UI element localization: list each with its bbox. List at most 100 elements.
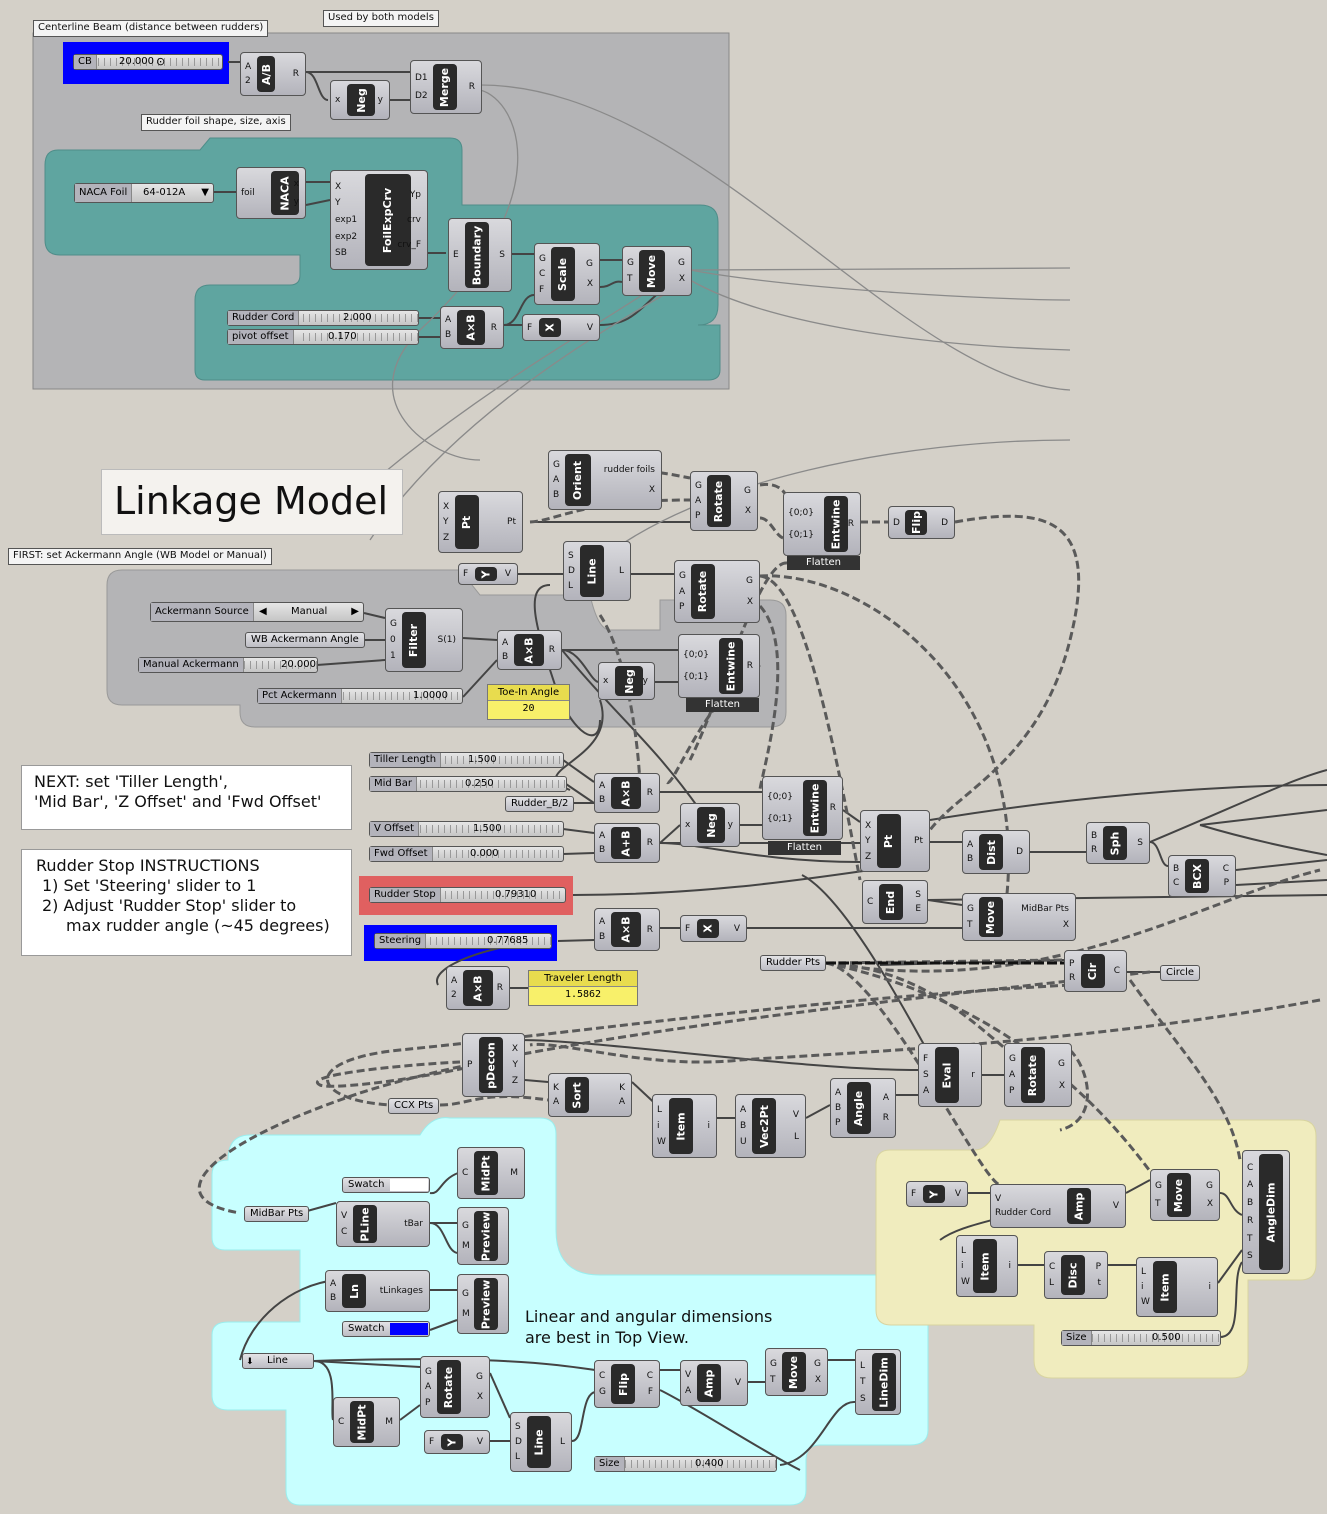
rudder-pts-param[interactable]: Rudder Pts xyxy=(760,955,827,971)
input-pin[interactable]: B xyxy=(599,931,606,942)
output-pin[interactable]: x xyxy=(293,179,299,190)
input-pin[interactable]: Y xyxy=(443,517,449,527)
input-pin[interactable]: exp2 xyxy=(335,231,358,242)
input-pin[interactable]: C xyxy=(867,897,874,907)
input-pin[interactable]: Z xyxy=(443,532,450,543)
input-pin[interactable]: F xyxy=(685,923,691,934)
output-pin[interactable]: M xyxy=(510,1168,518,1178)
input-pin[interactable]: X xyxy=(443,501,450,512)
output-pin[interactable]: MidBar Pts xyxy=(1021,904,1069,914)
input-pin[interactable]: D xyxy=(893,517,900,528)
input-pin[interactable]: G xyxy=(770,1359,777,1369)
output-pin[interactable]: A xyxy=(618,1097,625,1108)
output-pin[interactable]: G xyxy=(1058,1059,1065,1070)
input-pin[interactable]: x xyxy=(685,820,691,830)
component-entw2[interactable]: Entwine{0;0}{0;1}R xyxy=(678,634,760,698)
input-pin[interactable]: {0;0} xyxy=(788,508,814,519)
input-pin[interactable]: i xyxy=(657,1121,660,1131)
output-pin[interactable]: X xyxy=(744,506,751,516)
output-pin[interactable]: R xyxy=(646,788,653,798)
input-pin[interactable]: P xyxy=(1069,959,1075,969)
output-pin[interactable]: r xyxy=(971,1070,975,1080)
output-pin[interactable]: R xyxy=(468,82,475,92)
output-pin[interactable]: C xyxy=(1222,864,1229,874)
output-pin[interactable]: y xyxy=(377,95,383,105)
output-pin[interactable]: X xyxy=(678,274,685,285)
output-pin[interactable]: V xyxy=(476,1437,483,1447)
input-pin[interactable]: K xyxy=(553,1082,559,1093)
input-pin[interactable]: G xyxy=(1009,1054,1016,1064)
input-pin[interactable]: V xyxy=(341,1211,348,1222)
input-pin[interactable]: G xyxy=(627,257,634,268)
input-pin[interactable]: D xyxy=(568,566,575,576)
input-pin[interactable]: B xyxy=(599,844,606,855)
circle-param[interactable]: Circle xyxy=(1160,965,1201,981)
ccx-pts-param[interactable]: CCX Pts xyxy=(388,1098,440,1114)
input-pin[interactable]: F xyxy=(463,569,469,579)
rudder-cord-slider[interactable]: Rudder Cord 2.000 xyxy=(227,310,419,326)
input-pin[interactable]: A xyxy=(1247,1180,1254,1191)
output-pin[interactable]: G xyxy=(1206,1181,1213,1192)
dropdown-arrow-icon[interactable]: ▼ xyxy=(201,187,209,198)
prev-arrow-icon[interactable]: ◀ xyxy=(259,606,267,617)
output-pin[interactable]: A xyxy=(882,1093,889,1103)
output-pin[interactable]: F xyxy=(647,1387,653,1397)
input-pin[interactable]: exp1 xyxy=(335,215,358,225)
input-pin[interactable]: Rudder Cord xyxy=(995,1208,1052,1219)
input-pin[interactable]: L xyxy=(515,1452,521,1462)
input-pin[interactable]: W xyxy=(657,1137,666,1147)
output-pin[interactable]: i xyxy=(707,1121,710,1131)
input-pin[interactable]: A xyxy=(1009,1070,1016,1080)
input-pin[interactable]: i xyxy=(1141,1282,1144,1292)
input-pin[interactable]: A xyxy=(445,315,452,326)
input-pin[interactable]: A xyxy=(599,781,606,792)
output-pin[interactable]: G xyxy=(744,486,751,496)
output-pin[interactable]: Y xyxy=(512,1060,519,1070)
input-pin[interactable]: A xyxy=(679,586,686,597)
input-pin[interactable]: T xyxy=(1247,1233,1253,1244)
midbar-pts-param[interactable]: MidBar Pts xyxy=(244,1206,310,1222)
input-pin[interactable]: C xyxy=(1247,1162,1254,1173)
output-pin[interactable]: P xyxy=(1223,878,1229,888)
input-pin[interactable]: P xyxy=(835,1118,841,1128)
input-pin[interactable]: C xyxy=(1049,1262,1056,1272)
input-pin[interactable]: Z xyxy=(865,851,872,862)
output-pin[interactable]: V xyxy=(954,1189,961,1199)
input-pin[interactable]: {0;0} xyxy=(767,792,793,803)
input-pin[interactable]: B xyxy=(445,329,452,340)
input-pin[interactable]: V xyxy=(995,1193,1002,1204)
input-pin[interactable]: {0;0} xyxy=(683,650,709,661)
output-pin[interactable]: Z xyxy=(511,1076,518,1086)
input-pin[interactable]: foil xyxy=(241,188,255,198)
swatch-white[interactable]: Swatch xyxy=(342,1177,430,1193)
input-pin[interactable]: A xyxy=(695,496,702,506)
input-pin[interactable]: G xyxy=(390,619,397,629)
input-pin[interactable]: T xyxy=(1155,1198,1161,1209)
input-pin[interactable]: B xyxy=(330,1293,337,1303)
fwd-offset-slider[interactable]: Fwd Offset 0.000 xyxy=(369,846,564,862)
input-pin[interactable]: G xyxy=(462,1221,469,1232)
output-pin[interactable]: V xyxy=(504,569,511,579)
output-pin[interactable]: V xyxy=(1112,1201,1119,1211)
input-pin[interactable]: D xyxy=(515,1437,522,1447)
